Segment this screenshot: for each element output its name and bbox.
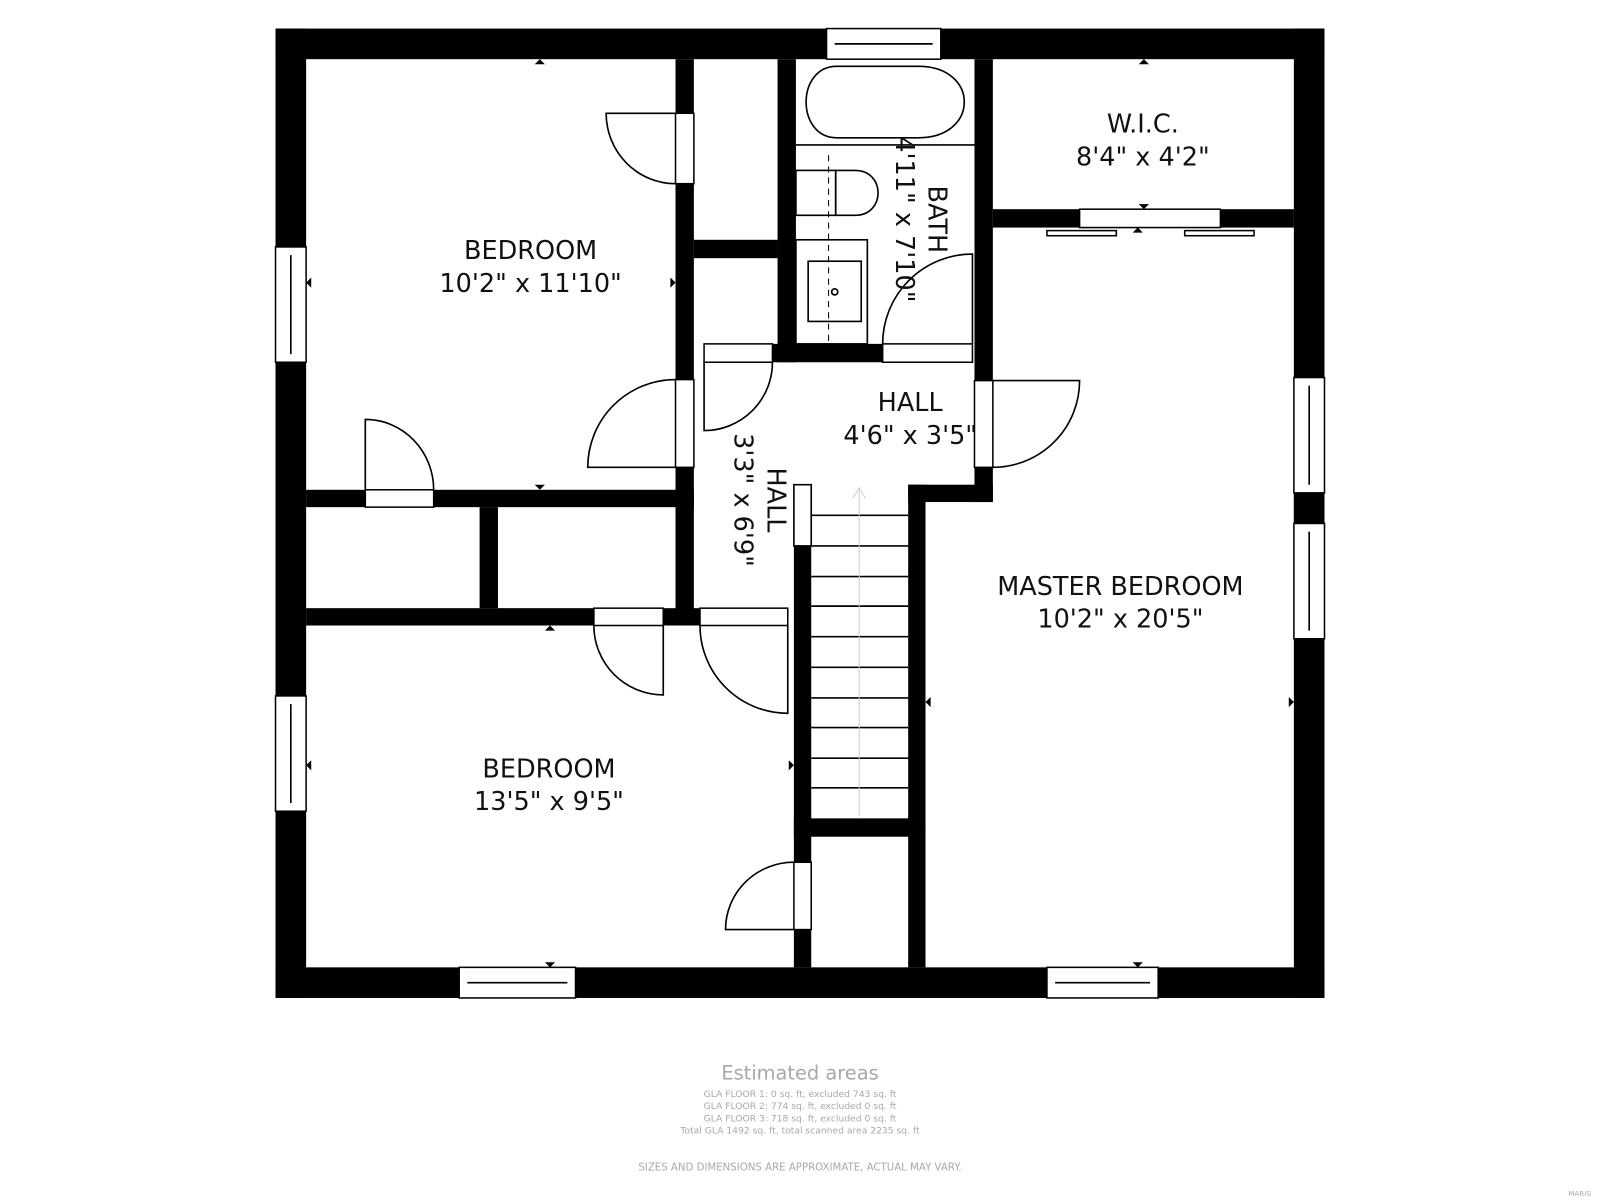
estimated-areas-title: Estimated areas <box>721 1062 878 1085</box>
area-line: Total GLA 1492 sq. ft, total scanned are… <box>679 1126 920 1137</box>
disclaimer: SIZES AND DIMENSIONS ARE APPROXIMATE, AC… <box>638 1162 961 1173</box>
room-dims: 8'4" x 4'2" <box>1076 142 1210 172</box>
room-name: BATH <box>922 186 952 254</box>
room-dims: 10'2" x 11'10" <box>439 269 621 299</box>
room-dims: 3'3" x 6'9" <box>728 433 758 567</box>
room-name: HALL <box>760 467 790 533</box>
bath-fixtures <box>795 65 975 345</box>
dimension-markers <box>306 59 1294 968</box>
room-name: MASTER BEDROOM <box>997 572 1243 602</box>
area-line: GLA FLOOR 3: 718 sq. ft, excluded 0 sq. … <box>704 1113 897 1124</box>
stairs <box>793 483 909 817</box>
room-labels: BEDROOM 10'2" x 11'10" BEDROOM 13'5" x 9… <box>439 110 1243 818</box>
footer: Estimated areas GLA FLOOR 1: 0 sq. ft, e… <box>638 1062 1591 1198</box>
room-dims: 13'5" x 9'5" <box>474 787 624 817</box>
windows <box>274 27 1326 999</box>
room-name: BEDROOM <box>482 755 615 785</box>
walls <box>275 28 1325 998</box>
area-line: GLA FLOOR 1: 0 sq. ft, excluded 743 sq. … <box>704 1089 897 1100</box>
doors <box>364 112 1255 931</box>
room-name: W.I.C. <box>1107 110 1179 140</box>
watermark: MARIS <box>1568 1189 1591 1198</box>
room-dims: 4'11" x 7'10" <box>889 136 919 302</box>
room-dims: 10'2" x 20'5" <box>1037 605 1203 635</box>
area-line: GLA FLOOR 2: 774 sq. ft, excluded 0 sq. … <box>704 1101 897 1112</box>
room-name: HALL <box>878 388 944 418</box>
room-dims: 4'6" x 3'5" <box>843 421 977 451</box>
room-name: BEDROOM <box>464 236 597 266</box>
